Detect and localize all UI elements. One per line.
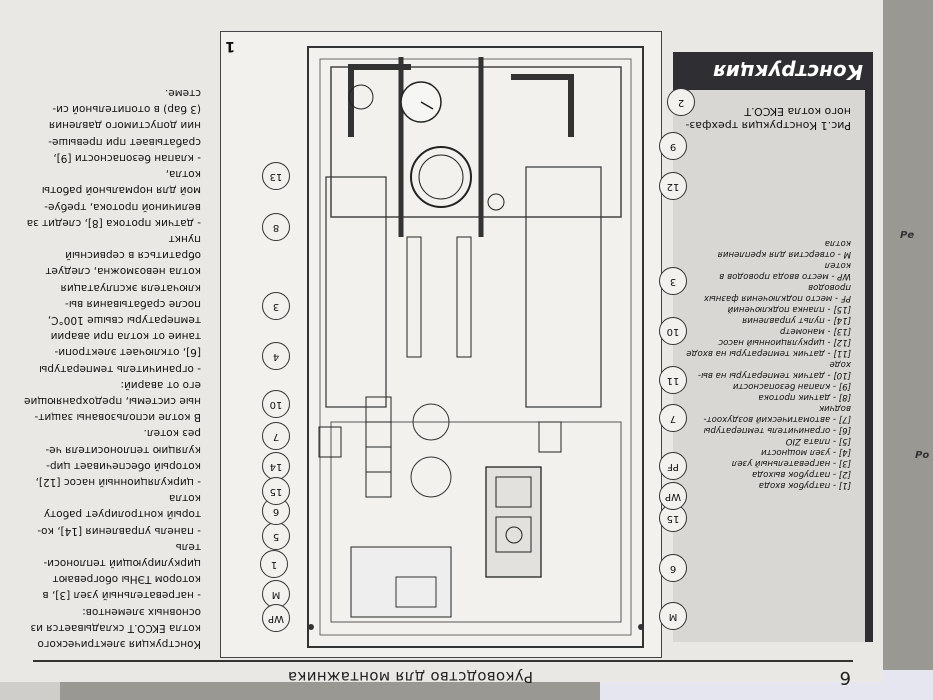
body-text-line: тель xyxy=(175,540,201,553)
body-text-line: торый контролирует работу xyxy=(43,508,201,521)
body-text-line: тание от котла при аварии xyxy=(50,330,201,343)
legend-row: [15] - планка подключений xyxy=(727,304,851,314)
callout-7: 7 xyxy=(659,404,687,432)
body-text-line: мой для нормальной работы xyxy=(41,184,201,197)
legend-row: M - отверстия для крепления xyxy=(717,249,851,259)
legend-row: [4] - узел мощности xyxy=(761,447,851,457)
callout-3: 3 xyxy=(659,267,687,295)
figure-number: 1 xyxy=(225,38,235,54)
legend-row: ходе xyxy=(829,359,851,369)
callout-8: 8 xyxy=(262,213,290,241)
body-text-line: нии допустимого давления xyxy=(48,119,201,132)
legend-row: [2] - патрубок выхода xyxy=(751,469,851,479)
callout-wp: WP xyxy=(659,482,687,510)
figure-legend: [1] - патрубок входа[2] - патрубок выход… xyxy=(676,237,851,490)
background-scrap-text: Ро xyxy=(915,450,930,461)
body-text-line: пункт xyxy=(168,232,201,245)
body-text-line: - ограничитель температуры xyxy=(39,362,201,375)
legend-row: [10] - датчик температуры на вы- xyxy=(697,370,851,380)
body-text-line: стеме. xyxy=(164,87,201,100)
legend-row: [14] - пульт управления xyxy=(742,315,851,325)
legend-row: проводов xyxy=(808,282,851,292)
body-text-line: котором ТЭНы обогревают xyxy=(52,573,201,586)
legend-row: PF - место подключения фазных xyxy=(703,293,851,303)
body-text-line: Конструкция электрического xyxy=(37,638,201,650)
legend-row: [12] - циркуляционный насос xyxy=(718,337,851,347)
body-text-line: ключателя эксплуатация xyxy=(60,281,201,294)
body-text-line: котла EKCO.T складывается из xyxy=(30,621,201,634)
callout-15: 15 xyxy=(262,477,290,505)
body-text-line: циркулирующий теплоноси- xyxy=(43,556,201,569)
body-text-line: куляцию теплоносителя че- xyxy=(45,443,201,456)
body-text-line: после срабатывания вы- xyxy=(65,297,201,310)
page-header-title: Руководство для монтажника xyxy=(287,668,533,686)
body-text-column: Конструкция электрического котла EKCO.T с… xyxy=(21,83,201,650)
body-text-line: (3 бар) в отопительной си- xyxy=(52,103,201,116)
body-text-line: - панель управления [14], ко- xyxy=(37,524,201,537)
body-text-line: - циркуляционный насос [12], xyxy=(35,475,201,488)
body-text-line: - нагревательный узел [3], в xyxy=(42,589,201,602)
callout-9: 9 xyxy=(659,132,687,160)
body-text-line: котла, xyxy=(165,168,201,181)
legend-row: [1] - патрубок входа xyxy=(758,480,851,490)
legend-row: котла xyxy=(824,238,851,248)
legend-row: [7] - автоматический воздухоот- xyxy=(703,414,851,424)
callout-7: 7 xyxy=(262,422,290,450)
body-text-line: В котле использованы защит- xyxy=(34,411,201,424)
callout-4: 4 xyxy=(262,342,290,370)
section-title: Конструкция xyxy=(713,60,863,84)
callout-10: 10 xyxy=(262,390,290,418)
callout-10: 10 xyxy=(659,317,687,345)
body-text-line: котла xyxy=(168,492,201,505)
body-text-line: который обеспечивает цир- xyxy=(46,459,201,472)
legend-row: котел xyxy=(824,260,851,270)
body-text-line: рез котел. xyxy=(143,427,201,440)
legend-row: [9] - клапан безопасности xyxy=(732,381,851,391)
body-text-line: температуры свыше 100°C, xyxy=(47,313,201,326)
legend-row: водчик xyxy=(818,403,851,413)
body-text-line: - датчик протока [8], следит за xyxy=(26,216,201,229)
body-text-line: срабатывает при превыше- xyxy=(48,135,201,148)
callout-13: 13 xyxy=(262,162,290,190)
legend-row: [5] - плата ZIO xyxy=(785,436,851,446)
boiler-diagram xyxy=(220,31,662,658)
callout-wp: WP xyxy=(262,604,290,632)
body-text-line: величиной протока, требуе- xyxy=(44,200,201,213)
body-text-line: обратиться в сервисный xyxy=(65,249,201,262)
callout-6: 6 xyxy=(659,554,687,582)
legend-row: [13] - манометр xyxy=(779,326,851,336)
background-scrap-text: Ре xyxy=(900,230,915,241)
page-number: 6 xyxy=(839,667,851,688)
callout-m: M xyxy=(659,602,687,630)
callout-11: 11 xyxy=(659,366,687,394)
body-text-line: - клапан безопасности [9], xyxy=(53,151,201,164)
body-text-line: котла невозможна, следует xyxy=(45,265,201,278)
legend-row: [3] - нагревательный узел xyxy=(731,458,851,468)
body-text-line: основных элементов: xyxy=(82,605,201,618)
callout-pf: PF xyxy=(659,452,687,480)
callout-14: 14 xyxy=(262,452,290,480)
legend-row: [6] - ограничитель температуры xyxy=(703,425,851,435)
legend-row: [11] - датчик температуры на входе xyxy=(686,348,851,358)
callout-5: 5 xyxy=(262,522,290,550)
callout-12: 12 xyxy=(659,172,687,200)
figure-caption: Рис.1 Конструкция трехфаз-ного котла EKC… xyxy=(685,105,851,132)
legend-row: [8] - датчик протока xyxy=(758,392,851,402)
body-text-line: его от аварий: xyxy=(120,378,201,391)
body-text-line: [6], отключает электропи- xyxy=(54,346,202,359)
callout-2: 2 xyxy=(667,88,695,116)
boiler-schematic xyxy=(307,46,644,648)
header-rule xyxy=(33,660,853,662)
callout-1: 1 xyxy=(260,550,288,578)
legend-row: WP - место ввода проводов в xyxy=(719,271,851,281)
body-text-line: ные системы, предохраняющие xyxy=(24,394,201,407)
callout-3: 3 xyxy=(262,292,290,320)
